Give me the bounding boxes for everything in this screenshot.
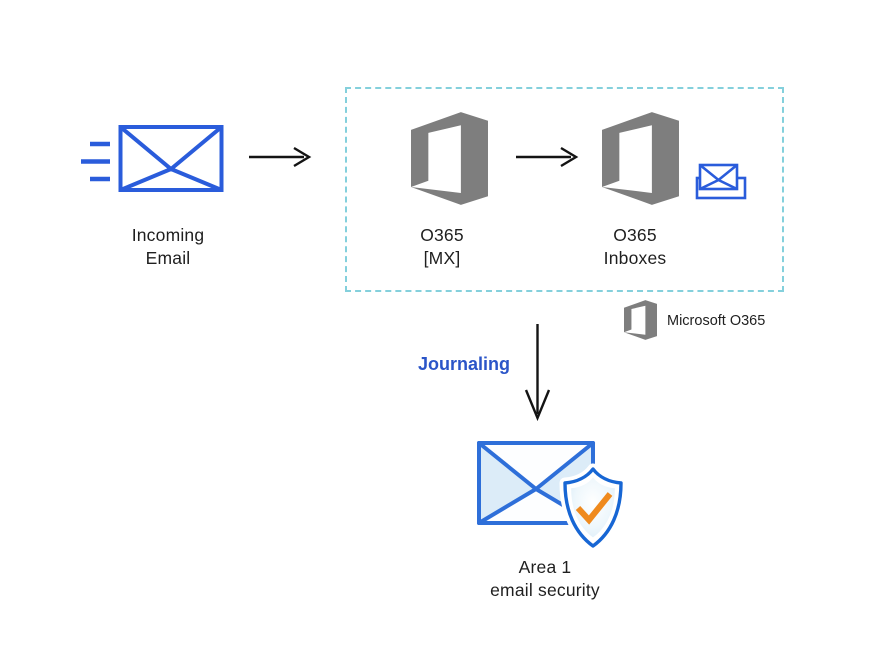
legend-label: Microsoft O365 (667, 313, 766, 329)
o365-inboxes-label-line2: Inboxes (603, 248, 667, 268)
o365-mx-label-line1: O365 (420, 225, 464, 245)
arrow-down-journaling (524, 324, 551, 422)
o365-inboxes-label-line1: O365 (613, 225, 657, 245)
o365-mx-label-line2: [MX] (423, 248, 461, 268)
area1-label: Area 1 email security (465, 556, 625, 602)
envelope-shield-check-icon (477, 441, 627, 552)
legend-office-365-logo-icon (624, 300, 657, 340)
incoming-email-label-line2: Email (145, 248, 191, 268)
area1-label-line1: Area 1 (518, 557, 572, 577)
incoming-email-label-line1: Incoming (131, 225, 205, 245)
office-365-logo-mx-icon (411, 112, 488, 205)
journaling-label: Journaling (418, 354, 511, 374)
incoming-email-label: Incoming Email (108, 224, 228, 270)
o365-boundary-box (345, 87, 784, 292)
o365-mx-label: O365 [MX] (392, 224, 492, 270)
check-mark-icon (575, 492, 613, 525)
inbox-tray-envelope-icon (695, 163, 747, 200)
area1-label-line2: email security (490, 580, 600, 600)
office-365-logo-inboxes-icon (602, 112, 679, 205)
o365-inboxes-label: O365 Inboxes (585, 224, 685, 270)
arrow-right-incoming-to-o365 (249, 146, 312, 168)
envelope-speed-lines-icon (81, 125, 224, 192)
arrow-right-mx-to-inboxes (516, 146, 579, 168)
